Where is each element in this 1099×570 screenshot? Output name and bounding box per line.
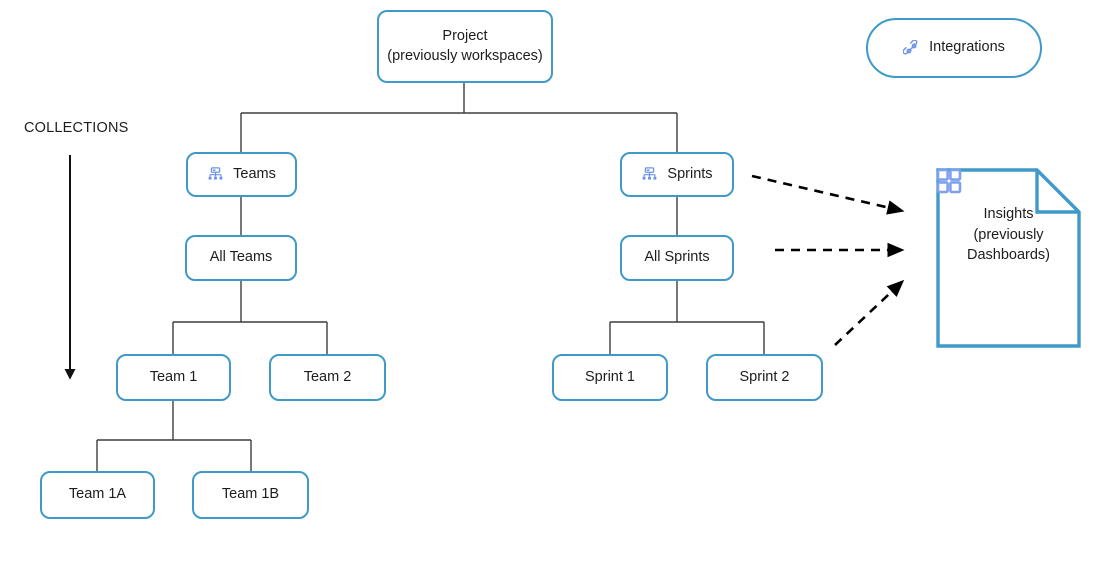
node-team-2-label: Team 2 (303, 368, 352, 385)
node-team-1a[interactable]: Team 1A (40, 471, 155, 519)
node-sprint-2-label: Sprint 2 (739, 368, 790, 385)
node-all-teams[interactable]: All Teams (185, 235, 297, 281)
node-insights-label: Insights (previously Dashboards) (966, 206, 1050, 264)
hierarchy-icon (641, 166, 658, 183)
node-sprint-1[interactable]: Sprint 1 (552, 354, 668, 401)
hierarchy-icon (207, 166, 224, 183)
integrations-link-icon (903, 39, 920, 57)
node-team-1[interactable]: Team 1 (116, 354, 231, 401)
node-teams[interactable]: Teams (186, 152, 297, 197)
node-sprints[interactable]: Sprints (620, 152, 734, 197)
edge-sprint2-to-insights (834, 279, 905, 346)
node-sprints-label: Sprints (667, 165, 713, 182)
collections-label: COLLECTIONS (24, 120, 129, 136)
node-team-1-label: Team 1 (149, 368, 198, 385)
node-team-2[interactable]: Team 2 (269, 354, 386, 401)
document-shape (936, 168, 1081, 348)
node-all-teams-label: All Teams (209, 249, 273, 266)
node-sprint-1-label: Sprint 1 (585, 368, 635, 385)
node-integrations[interactable]: Integrations (866, 18, 1042, 78)
edge-sprints-to-insights (751, 174, 905, 215)
node-team-1b-label: Team 1B (221, 486, 280, 503)
node-teams-label: Teams (233, 165, 276, 182)
node-team-1b[interactable]: Team 1B (192, 471, 309, 519)
node-all-sprints-label: All Sprints (644, 249, 710, 266)
node-sprint-2[interactable]: Sprint 2 (706, 354, 823, 401)
node-insights[interactable]: Insights (previously Dashboards) (936, 168, 1081, 348)
node-project-label: Project (previously workspaces) (387, 27, 543, 64)
node-team-1a-label: Team 1A (68, 486, 127, 503)
node-project[interactable]: Project (previously workspaces) (377, 10, 553, 83)
node-integrations-label: Integrations (929, 39, 1005, 56)
node-all-sprints[interactable]: All Sprints (620, 235, 734, 281)
